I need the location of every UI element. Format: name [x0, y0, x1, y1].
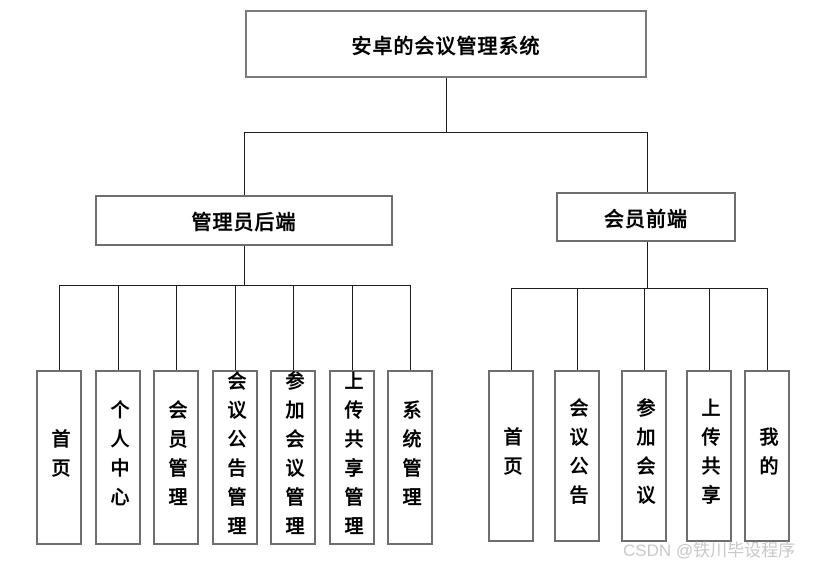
- connector-line: [647, 132, 648, 192]
- leaf-label: 会议公告管理: [224, 370, 246, 545]
- connector-line: [410, 285, 411, 370]
- connector-line: [118, 285, 119, 370]
- leaf-label: 个人中心: [107, 399, 129, 516]
- leaf-label: 上传共享管理: [341, 370, 363, 545]
- leaf-label: 首页: [500, 427, 522, 485]
- leaf-label: 系统管理: [399, 399, 421, 516]
- node-leaf-upload-share-management: 上传共享管理: [329, 370, 375, 545]
- csdn-watermark: CSDN @铁川毕设程序: [623, 541, 796, 560]
- connector-line: [293, 285, 294, 370]
- connector-line: [244, 132, 648, 133]
- node-leaf-member-management: 会员管理: [153, 370, 199, 545]
- node-leaf-personal-center: 个人中心: [95, 370, 141, 545]
- node-root: 安卓的会议管理系统: [245, 10, 647, 78]
- node-admin-backend-label: 管理员后端: [191, 212, 297, 234]
- connector-line: [511, 288, 512, 370]
- connector-line: [647, 242, 648, 288]
- connector-line: [644, 288, 645, 370]
- leaf-label: 会议公告: [566, 398, 588, 514]
- node-leaf-mine: 我的: [744, 370, 790, 542]
- connector-line: [244, 132, 245, 195]
- connector-line: [767, 288, 768, 370]
- connector-line: [446, 78, 447, 132]
- node-leaf-home-admin: 首页: [36, 370, 82, 545]
- connector-line: [244, 246, 245, 285]
- leaf-label: 我的: [756, 427, 778, 485]
- node-root-label: 安卓的会议管理系统: [351, 35, 541, 58]
- connector-line: [176, 285, 177, 370]
- connector-line: [511, 288, 768, 289]
- node-admin-backend: 管理员后端: [95, 195, 393, 246]
- leaf-label: 会员管理: [165, 399, 187, 516]
- node-leaf-home-member: 首页: [488, 370, 534, 542]
- node-member-frontend-label: 会员前端: [604, 208, 688, 231]
- connector-line: [709, 288, 710, 370]
- connector-line: [352, 285, 353, 370]
- leaf-label: 上传共享: [698, 398, 720, 514]
- leaf-label: 参加会议: [633, 398, 655, 514]
- connector-line: [577, 288, 578, 370]
- node-leaf-announcement-management: 会议公告管理: [212, 370, 258, 545]
- node-leaf-upload-share: 上传共享: [686, 370, 732, 542]
- connector-line: [235, 285, 236, 370]
- leaf-label: 首页: [48, 428, 70, 487]
- node-leaf-system-management: 系统管理: [387, 370, 433, 545]
- node-leaf-meeting-announcement: 会议公告: [554, 370, 600, 542]
- connector-line: [59, 285, 60, 370]
- leaf-label: 参加会议管理: [282, 370, 304, 545]
- node-leaf-join-meeting-management: 参加会议管理: [270, 370, 316, 545]
- node-member-frontend: 会员前端: [556, 192, 736, 242]
- node-leaf-join-meeting: 参加会议: [621, 370, 667, 542]
